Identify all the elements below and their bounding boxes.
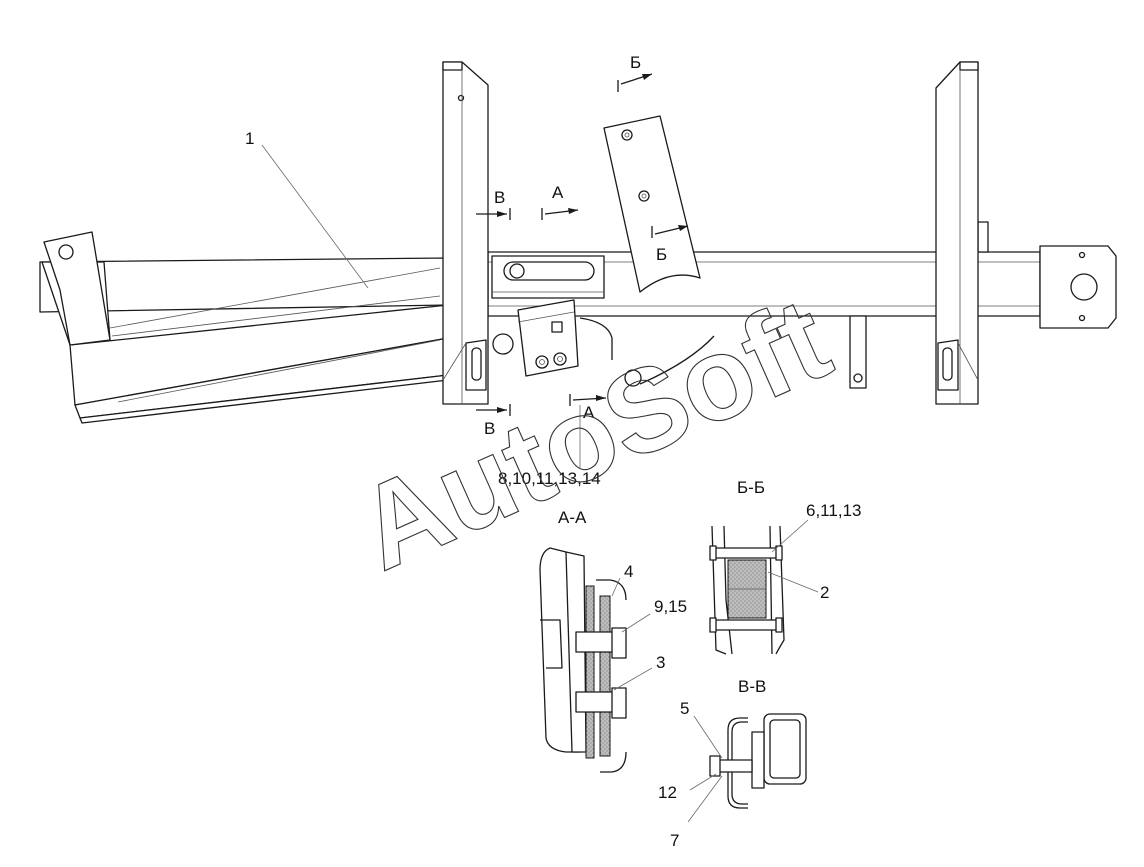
callout-label: 12 (658, 783, 677, 802)
section-letter: В (494, 188, 505, 207)
callout-label: 7 (670, 831, 679, 850)
section-markers: Б Б А А В (476, 53, 689, 438)
lower-bracket (492, 299, 715, 387)
section-title: А-А (558, 508, 587, 527)
right-post (935, 61, 979, 405)
section-title: Б-Б (737, 478, 765, 497)
end-flange-plate (1039, 245, 1117, 329)
section-view-bb: Б-Б 6,11,13 2 (709, 478, 861, 655)
section-view-vv: В-В 5 12 7 (658, 677, 807, 850)
section-title: В-В (738, 677, 766, 696)
callout-label: 2 (820, 583, 829, 602)
drawbar-arm (39, 231, 449, 424)
section-mark-v-top: В (476, 188, 511, 220)
callout-label: 5 (680, 699, 689, 718)
section-view-aa: А-А 4 9,15 3 (539, 508, 687, 773)
left-post (442, 61, 489, 405)
callout-label: 6,11,13 (806, 501, 861, 520)
section-mark-v-bottom: В (476, 404, 511, 438)
callout-label: 9,15 (654, 597, 687, 616)
inclined-bracket (603, 115, 701, 293)
section-letter: Б (630, 53, 641, 72)
section-letter: В (484, 419, 495, 438)
section-mark-b-top: Б (617, 53, 653, 92)
section-mark-b-bottom: Б (651, 225, 689, 264)
callout-label: 8,10,11,13,14 (498, 469, 601, 488)
hanging-tab (849, 315, 867, 389)
section-letter: А (583, 403, 595, 422)
callout-label: 3 (656, 653, 665, 672)
callout-part-1: 1 (245, 129, 369, 289)
callout-label: 4 (624, 562, 633, 581)
slotted-clamp (491, 255, 605, 299)
callout-group-top: 8,10,11,13,14 (498, 405, 601, 488)
section-letter: А (552, 183, 564, 202)
section-mark-a-bottom: А (569, 394, 607, 422)
frame-main-view (39, 61, 1117, 424)
section-letter: Б (656, 245, 667, 264)
callout-label: 1 (245, 129, 254, 148)
section-mark-a-top: А (541, 183, 579, 220)
